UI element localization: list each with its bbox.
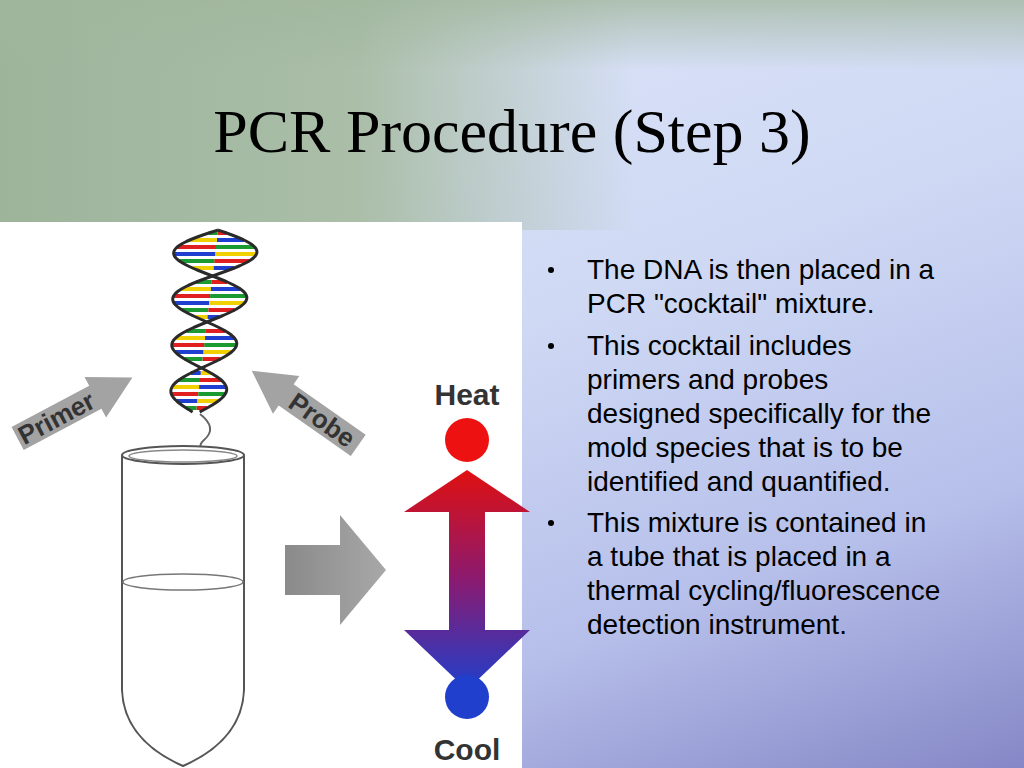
base-pair: [171, 392, 198, 396]
tube-rim: [122, 446, 244, 464]
dna-strand: [172, 230, 247, 412]
base-pair: [173, 294, 210, 298]
heat-label: Heat: [400, 378, 534, 412]
process-arrow: [285, 515, 386, 625]
base-pair: [177, 245, 216, 249]
base-pair: [176, 336, 205, 340]
base-pair: [172, 385, 199, 389]
bullet-text: This mixture is contained in a tube that…: [587, 506, 945, 642]
base-pair: [174, 301, 209, 305]
arrow-fill: [7, 357, 143, 459]
base-pair: [209, 301, 244, 305]
cool-label: Cool: [400, 733, 534, 767]
bullet-dot: [548, 267, 554, 273]
base-pair: [216, 245, 255, 249]
base-pair: [179, 259, 214, 263]
bullet-text: The DNA is then placed in a PCR "cocktai…: [587, 253, 945, 321]
test-tube: [122, 455, 244, 766]
slide-title: PCR Procedure (Step 3): [0, 96, 1024, 166]
dna-strand: [171, 230, 257, 412]
base-pair: [205, 336, 234, 340]
bullet-text: This cocktail includes primers and probe…: [587, 329, 945, 499]
base-pair: [215, 252, 257, 256]
tube-rim-inner: [129, 450, 237, 462]
heat-dot: [445, 418, 489, 462]
dna-helix: [171, 230, 257, 412]
base-pair: [204, 343, 237, 347]
base-pair: [198, 392, 225, 396]
liquid-level: [123, 574, 243, 590]
base-pair: [172, 343, 205, 347]
bullet-dot: [548, 520, 554, 526]
base-pair: [199, 385, 226, 389]
base-pair: [174, 252, 216, 256]
base-pair: [175, 350, 203, 354]
heat-cool-arrow: [404, 470, 530, 690]
base-pair: [210, 294, 247, 298]
arrow-fill: [239, 352, 372, 464]
bullet-dot: [548, 343, 554, 349]
cool-dot: [445, 675, 489, 719]
